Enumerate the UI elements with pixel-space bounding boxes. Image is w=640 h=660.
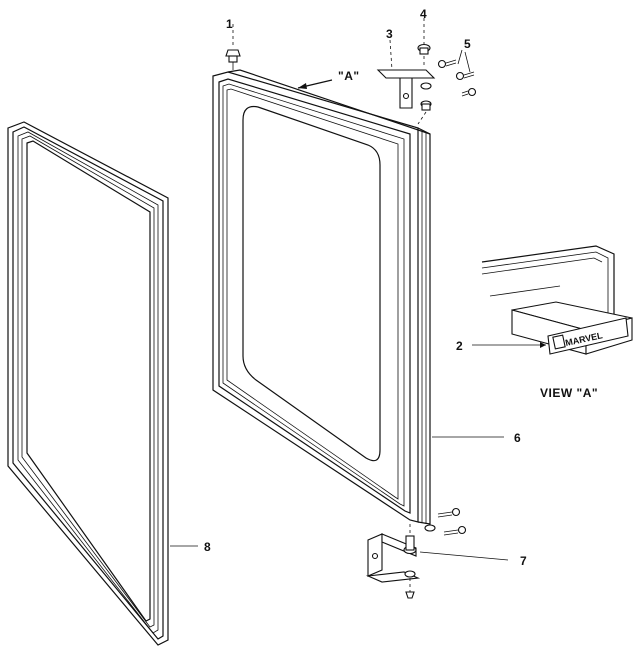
- view-a-caption: VIEW "A": [540, 386, 598, 400]
- callout-4: 4: [420, 7, 427, 21]
- door-gasket: [7, 121, 169, 646]
- hinge-spacer: [417, 82, 432, 125]
- callout-8: 8: [204, 540, 211, 554]
- callout-2: 2: [456, 339, 463, 353]
- bottom-hinge-screws: [437, 507, 467, 536]
- top-hinge-bracket: [376, 39, 436, 109]
- callout-5: 5: [464, 37, 471, 51]
- hinge-screws: [437, 49, 477, 97]
- callout-3: 3: [386, 27, 393, 41]
- door-panel: [212, 69, 431, 525]
- callout-1: 1: [226, 17, 233, 31]
- callout-leaders: [170, 342, 546, 561]
- view-a-reference: "A": [338, 69, 360, 83]
- view-a-detail: MARVEL: [481, 245, 633, 355]
- hinge-pin-top: [417, 18, 431, 68]
- callout-6: 6: [514, 431, 521, 445]
- view-a-pointer: [297, 79, 333, 89]
- bottom-hinge-bracket: [365, 524, 436, 599]
- callout-7: 7: [520, 554, 527, 568]
- pivot-pin-top: [225, 24, 241, 70]
